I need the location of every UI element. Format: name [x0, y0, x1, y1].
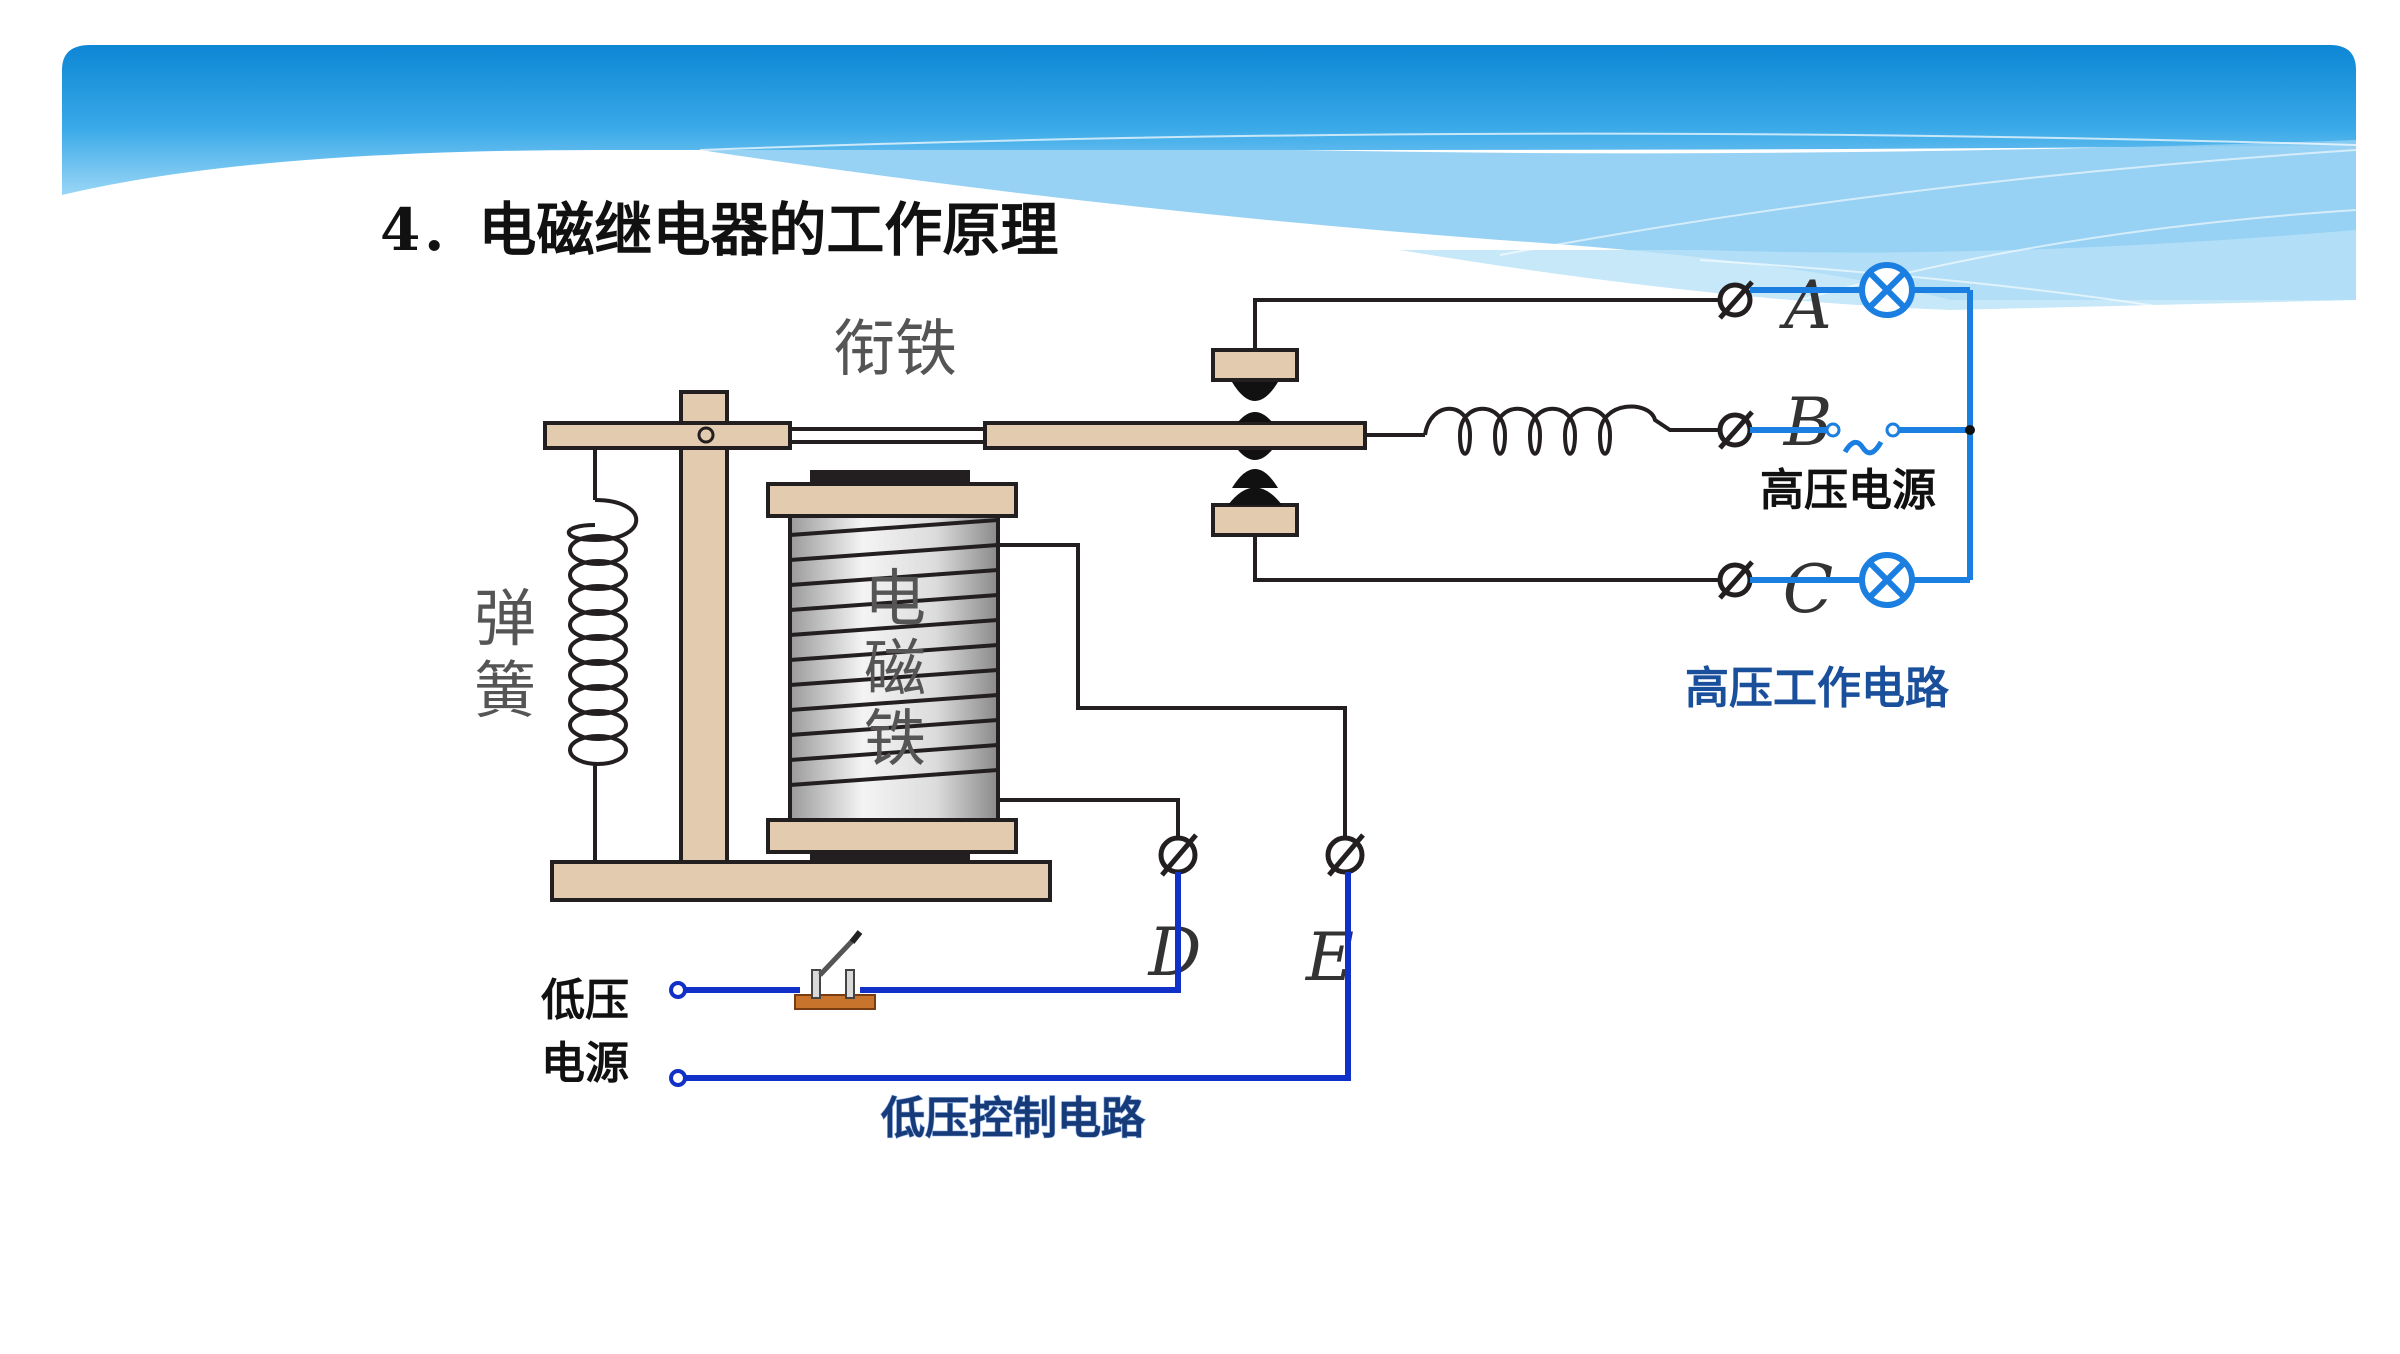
spring [566, 448, 639, 862]
knife-switch[interactable] [794, 930, 876, 1010]
terminal-c: C [1717, 551, 1834, 628]
coil-leads [998, 543, 1347, 855]
lamp-a [1859, 262, 1915, 318]
high-voltage-circuit-label: 高压工作电路 [1685, 663, 1950, 714]
svg-text:低压: 低压 [541, 975, 629, 1026]
electromagnet [766, 470, 1018, 862]
svg-text:簧: 簧 [474, 654, 536, 727]
lamp-c [1859, 552, 1915, 608]
low-voltage-terminal-1 [669, 981, 687, 999]
svg-text:磁: 磁 [864, 632, 926, 705]
svg-text:铁: 铁 [864, 702, 926, 775]
slide-title: 4．电磁继电器的工作原理 [380, 196, 1058, 264]
ac-source-icon [1842, 439, 1884, 456]
svg-text:弹: 弹 [474, 582, 536, 655]
terminal-a: A [1717, 267, 1832, 344]
low-voltage-terminal-2 [669, 1069, 687, 1087]
relay-frame [543, 390, 1367, 902]
svg-text:A: A [1778, 267, 1832, 344]
svg-text:电源: 电源 [541, 1038, 629, 1089]
svg-text:B: B [1783, 384, 1833, 461]
ac-source [1825, 422, 1975, 456]
svg-text:D: D [1148, 914, 1202, 991]
knife-switch-icon [794, 994, 876, 1010]
pivot-icon [697, 426, 715, 444]
armature-label: 衔铁 [833, 312, 957, 385]
terminal-d: D [1148, 833, 1202, 991]
svg-text:电: 电 [864, 562, 926, 635]
electromagnet-label: 电 磁 铁 [864, 562, 926, 775]
terminal-b: B [1717, 384, 1833, 461]
terminal-e: E [1305, 833, 1365, 996]
low-voltage-circuit [678, 872, 1351, 1081]
coil-windings [789, 518, 999, 787]
high-voltage-circuit [1750, 287, 1973, 583]
header-banner [62, 45, 2357, 311]
low-voltage-source-label: 低压 电源 [541, 975, 629, 1089]
svg-text:C: C [1783, 551, 1834, 628]
high-voltage-source-label: 高压电源 [1760, 465, 1936, 516]
armature-spring [1423, 404, 1735, 456]
spring-label: 弹 簧 [474, 582, 536, 727]
low-voltage-control-circuit-label: 低压控制电路 [881, 1093, 1146, 1144]
relay-contacts [1211, 298, 1735, 582]
